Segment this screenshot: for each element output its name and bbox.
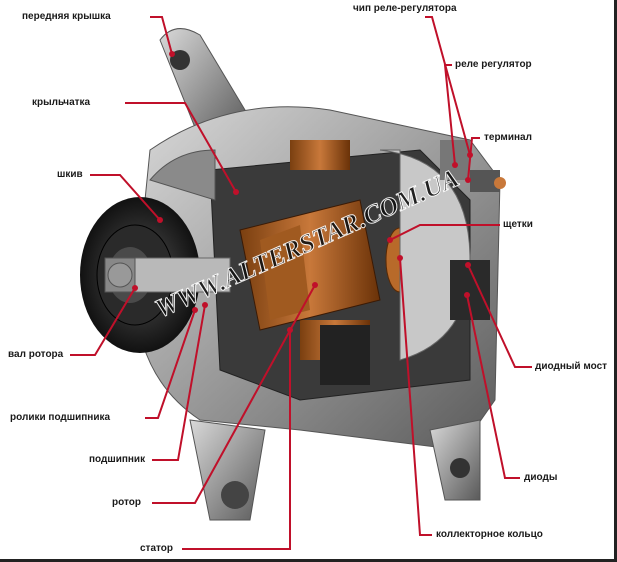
label-rotor: ротор [112, 497, 141, 508]
label-relay-regulator: реле регулятор [455, 59, 532, 70]
leader-rotor-shaft [70, 287, 136, 356]
leader-diode-bridge [467, 264, 532, 368]
leader-terminal [467, 137, 480, 181]
label-brushes: щетки [503, 219, 533, 230]
leader-lines [70, 16, 532, 550]
leader-stator [182, 330, 291, 550]
label-stator: статор [140, 543, 174, 554]
label-slip-ring: коллекторное кольцо [436, 529, 543, 540]
leader-pulley [90, 174, 161, 221]
label-pulley: шкив [57, 169, 83, 180]
label-bearing-rollers: ролики подшипника [10, 412, 111, 423]
leader-relay-regulator [443, 64, 456, 166]
leader-front-cover [150, 16, 173, 55]
label-impeller: крыльчатка [32, 97, 91, 108]
frame-bottom-border [0, 559, 617, 562]
leader-slip-ring [399, 257, 432, 536]
label-terminal: терминал [484, 132, 532, 143]
label-diodes: диоды [524, 472, 558, 483]
label-regulator-chip: чип реле-регулятора [353, 3, 457, 14]
leader-bearing [152, 304, 206, 461]
label-diode-bridge: диодный мост [535, 361, 608, 372]
label-rotor-shaft: вал ротора [8, 349, 64, 360]
label-bearing: подшипник [89, 454, 146, 465]
label-front-cover: передняя крышка [22, 11, 111, 22]
leader-diodes [466, 294, 520, 479]
leader-bearing-rollers [145, 309, 196, 419]
leader-regulator-chip [425, 16, 471, 156]
leader-rotor [152, 284, 316, 504]
frame-right-border [614, 0, 617, 562]
leader-impeller [125, 102, 237, 193]
leader-brushes [389, 224, 500, 241]
leader-markers [132, 51, 473, 333]
